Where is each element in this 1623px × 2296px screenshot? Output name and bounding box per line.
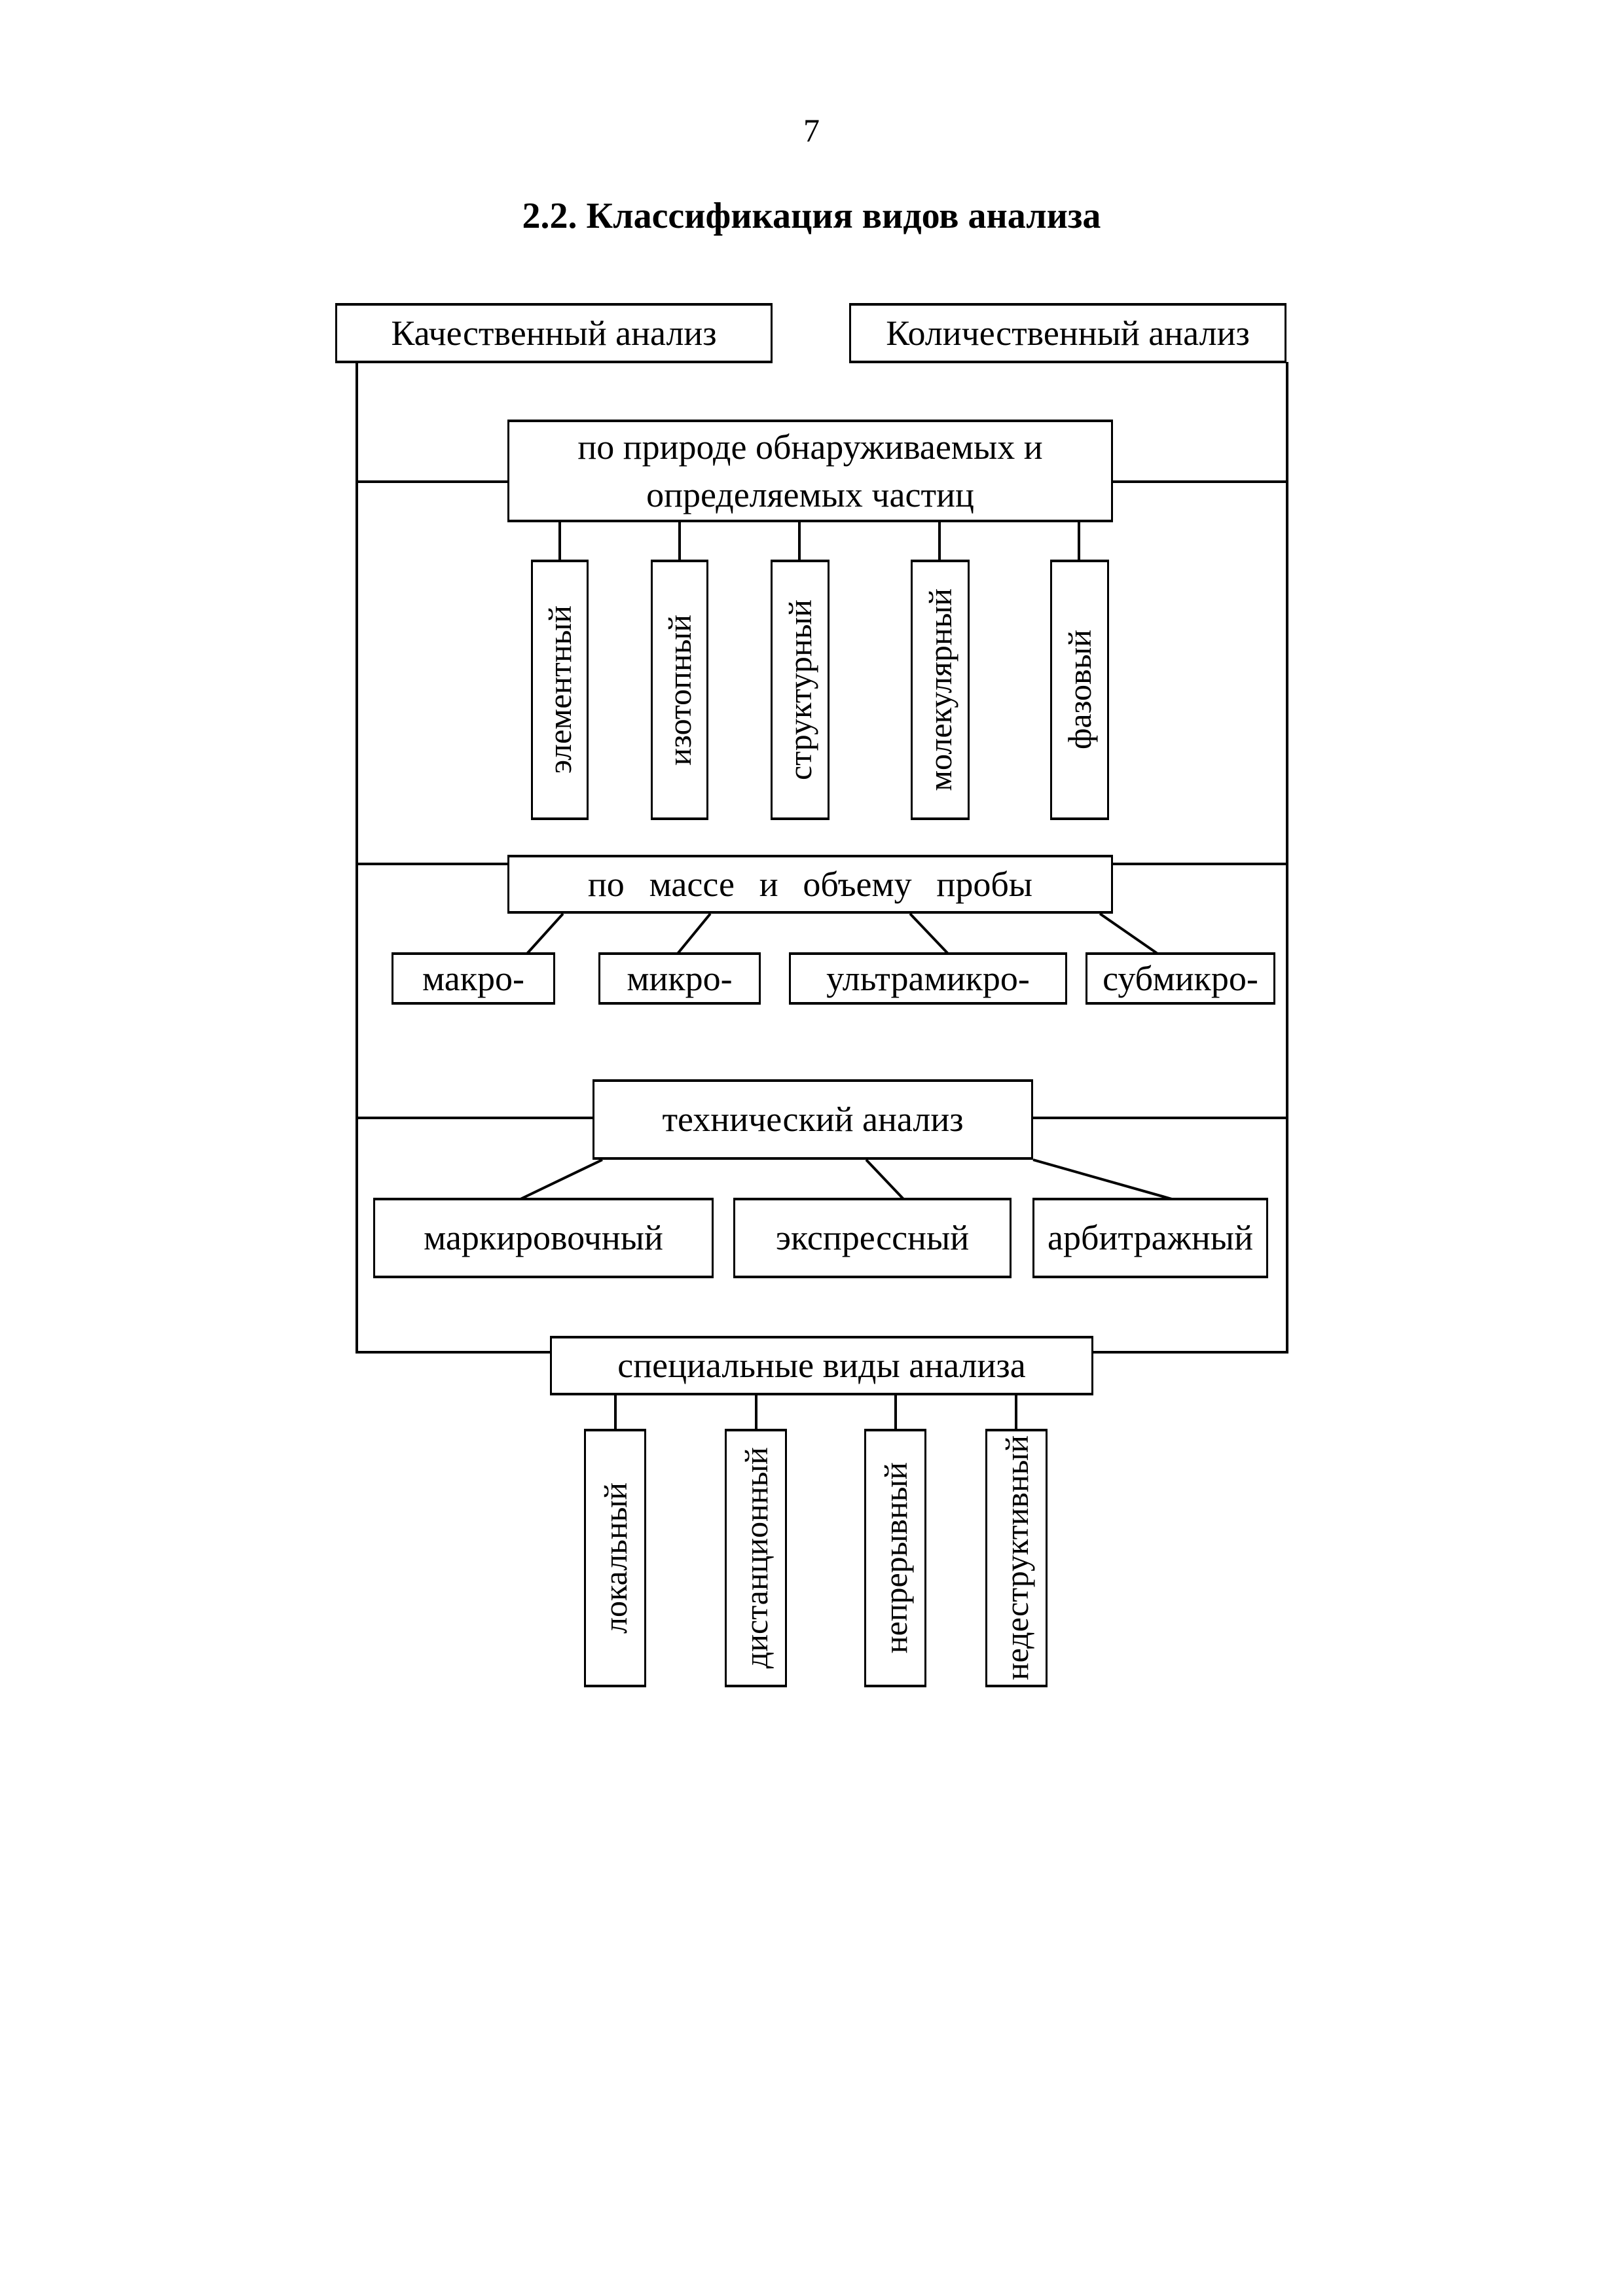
connector-mass-left [357,863,509,865]
vbox-remote-label: дистанционный [737,1447,775,1669]
vbox-continuous: непрерывный [864,1429,926,1687]
box-by-nature-of-particles: по природе обнаруживаемых и определяемых… [507,420,1113,522]
vbox-structural-label: структурный [782,600,818,780]
stub-phase [1078,520,1080,561]
vbox-local: локальный [584,1429,646,1687]
stub-structural [798,520,801,561]
vbox-molecular: молекулярный [911,560,970,820]
page-number: 7 [803,112,820,149]
vbox-molecular-label: молекулярный [922,588,958,791]
vbox-continuous-label: непрерывный [877,1462,914,1654]
vbox-phase-label: фазовый [1061,630,1098,750]
box-express: экспрессный [733,1198,1012,1278]
box-qualitative-analysis: Качественный анализ [335,303,773,363]
stub-local [614,1393,617,1431]
connector-tech-right [1031,1117,1288,1119]
vbox-isotopic-label: изотопный [661,614,698,766]
stub-nondestructive [1015,1393,1017,1431]
box-ultramicro: ультрамикро- [789,952,1067,1005]
box-arbitration: арбитражный [1032,1198,1268,1278]
vbox-structural: структурный [771,560,830,820]
vbox-nondestructive: недеструктивный [985,1429,1048,1687]
stub-continuous [894,1393,897,1431]
connector-mass-right [1112,863,1288,865]
stub-isotopic [678,520,681,561]
section-title: 2.2. Классификация видов анализа [522,196,1101,236]
connector-tech-left [357,1117,594,1119]
box-macro: макро- [392,952,555,1005]
box-quantitative-analysis: Количественный анализ [849,303,1286,363]
box-by-mass-and-volume: по массе и объему пробы [507,855,1113,914]
stub-elemental [558,520,561,561]
vbox-elemental: элементный [531,560,589,820]
box-micro: микро- [598,952,761,1005]
box-special-analysis-types: специальные виды анализа [550,1336,1093,1395]
stub-remote [755,1393,757,1431]
frame-line-right [1286,362,1288,1354]
frame-line-left [356,362,358,1354]
box-marking: маркировочный [373,1198,714,1278]
box-technical-analysis: технический анализ [593,1079,1033,1160]
vbox-local-label: локальный [596,1482,634,1634]
vbox-remote: дистанционный [725,1429,787,1687]
connector-nature-left [357,480,509,483]
vbox-phase: фазовый [1050,560,1109,820]
vbox-isotopic: изотопный [651,560,708,820]
vbox-elemental-label: элементный [541,605,578,774]
box-submicro: субмикро- [1085,952,1275,1005]
connector-nature-right [1112,480,1288,483]
stub-molecular [938,520,941,561]
vbox-nondestructive-label: недеструктивный [998,1435,1035,1681]
